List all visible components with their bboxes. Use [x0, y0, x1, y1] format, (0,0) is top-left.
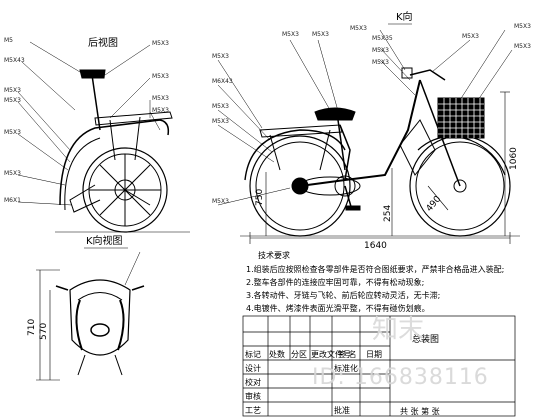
- tb-row-review: 审核: [245, 391, 261, 401]
- rear-callout-6: M5X3: [4, 170, 21, 177]
- rear-view-title: 后视图: [88, 36, 118, 49]
- side-view: K向: [240, 10, 520, 237]
- rear-callout-1: M5: [4, 37, 13, 44]
- k-view-title: K向视图: [86, 234, 123, 247]
- side-callout-top-6: M5X3: [372, 59, 389, 66]
- side-callout-left-4: M5X3: [212, 118, 229, 125]
- side-callout-top-5: M5X3: [372, 47, 389, 54]
- tb-drawing-name: 总装图: [412, 333, 439, 345]
- rear-right-callout-3: M5X3: [152, 95, 169, 102]
- k-direction-label: K向: [396, 10, 413, 23]
- rear-view: 后视图: [55, 36, 190, 233]
- side-callout-left-5: M5X3: [212, 198, 229, 205]
- title-block-text: 标记 处数 分区 更改文件号 签 名 日期 设计 校对 审核 工艺 标准化 批准…: [245, 333, 440, 416]
- side-callout-top-2: M5X3: [312, 31, 329, 38]
- side-callout-top-4: M5X35: [372, 35, 393, 42]
- rear-right-callout-4: M5X3: [152, 107, 169, 114]
- rear-callout-4: M5X3: [4, 97, 21, 104]
- dim-seat: 750: [255, 189, 265, 206]
- tb-row-design: 设计: [245, 363, 261, 373]
- rear-right-callout-1: M5X3: [152, 40, 169, 47]
- dim-length: 1640: [364, 241, 387, 251]
- tb-row-process: 工艺: [245, 406, 261, 415]
- k-view-dimensions: 710 570: [27, 319, 49, 340]
- technical-requirements: 技术要求 1.组装后应按照检查各零部件是否符合图纸要求，严禁非合格品进入装配; …: [246, 250, 504, 313]
- side-callout-right-2: M5X3: [514, 23, 531, 30]
- notes-line-2: 2.整车各部件的连接应牢固可靠，不得有松动现象;: [246, 277, 424, 287]
- side-callout-left-3: M5X3: [212, 103, 229, 110]
- k-view: K向视图: [36, 234, 145, 381]
- side-callout-top-3: M5X3: [350, 25, 367, 32]
- rear-callout-2: M5X43: [4, 57, 25, 64]
- rear-right-callout-2: M5X3: [152, 73, 169, 80]
- watermark-id: ID: 166838116: [312, 365, 489, 390]
- side-callout-right-1: M5X3: [462, 33, 479, 40]
- tb-header-change: 更改文件号: [311, 349, 351, 359]
- tb-header-count: 处数: [269, 349, 285, 359]
- rear-callout-7: M6X1: [4, 197, 21, 204]
- tb-header-zone: 分区: [291, 350, 307, 359]
- tb-standardize: 标准化: [334, 363, 358, 373]
- tb-approve: 批准: [334, 405, 350, 415]
- tb-header-mark: 标记: [245, 349, 261, 359]
- title-block: [242, 315, 516, 417]
- dim-490: 490: [425, 194, 444, 214]
- side-callout-top-1: M5X3: [282, 31, 299, 38]
- side-view-dimensions: [249, 91, 511, 244]
- rear-view-callouts: [17, 41, 161, 206]
- notes-line-1: 1.组装后应按照检查各零部件是否符合图纸要求，严禁非合格品进入装配;: [246, 264, 504, 274]
- notes-heading: 技术要求: [258, 250, 290, 260]
- rear-view-callout-labels: M5 M5X43 M5X3 M5X3 M5X3 M5X3 M6X1 M5X3 M…: [4, 37, 169, 204]
- tb-header-date: 日期: [366, 350, 382, 359]
- notes-line-3: 3.各转动件、牙链与飞轮、前后轮应转动灵活，无卡滞;: [246, 290, 440, 300]
- dim-k-710: 710: [27, 319, 37, 336]
- tb-header-sign: 签 名: [338, 349, 357, 359]
- dim-k-570: 570: [39, 323, 49, 340]
- rear-callout-3: M5X3: [4, 87, 21, 94]
- tb-row-check: 校对: [245, 377, 261, 387]
- tb-sheet-count: 共 张 第 张: [400, 406, 440, 416]
- rear-callout-5: M5X3: [4, 129, 21, 136]
- notes-line-4: 4.电镀件、烤漆件表面光滑平整，不得有碰伤划痕。: [246, 303, 430, 313]
- dim-254: 254: [383, 205, 393, 222]
- side-view-callouts: [217, 29, 513, 206]
- side-callout-left-2: M6X43: [212, 78, 233, 85]
- side-callout-left-1: M5X3: [212, 53, 229, 60]
- dim-height: 1060: [509, 147, 519, 170]
- side-callout-right-3: M5X3: [514, 43, 531, 50]
- watermark: 知末 ID: 166838116: [312, 315, 489, 390]
- side-view-callout-labels: M5X3 M6X43 M5X3 M5X3 M5X3 M5X3 M5X3 M5X3…: [212, 23, 531, 205]
- watermark-brand: 知末: [372, 315, 424, 345]
